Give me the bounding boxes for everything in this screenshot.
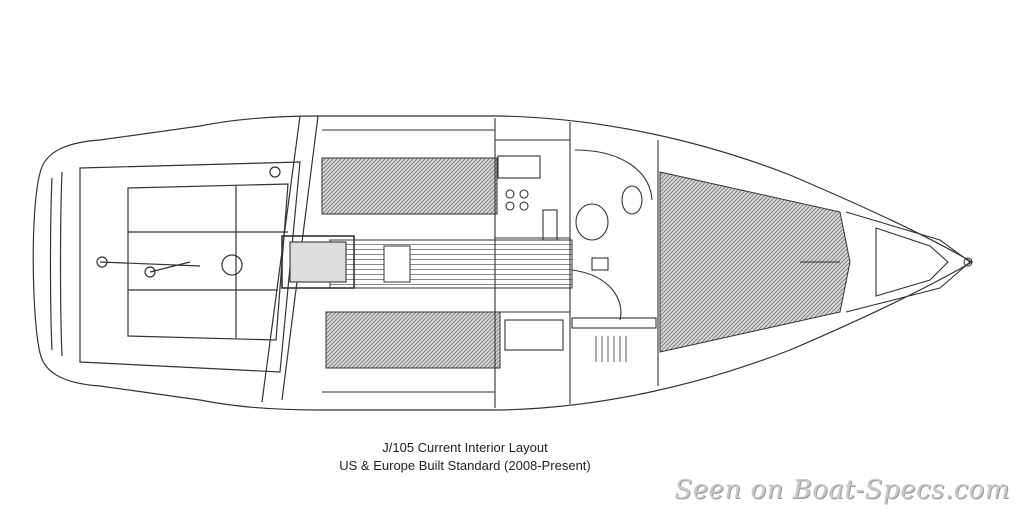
caption-subtitle: US & Europe Built Standard (2008-Present… [339, 458, 591, 473]
caption-title: J/105 Current Interior Layout [382, 440, 548, 455]
starboard-settee [325, 311, 501, 369]
hull-outline [32, 115, 974, 411]
v-berth [659, 171, 851, 353]
port-settee [321, 157, 498, 215]
cabin-sole [329, 239, 573, 289]
engine-box [281, 235, 355, 289]
watermark: Seen on Boat-Specs.com [674, 475, 1010, 505]
cockpit [79, 161, 301, 373]
